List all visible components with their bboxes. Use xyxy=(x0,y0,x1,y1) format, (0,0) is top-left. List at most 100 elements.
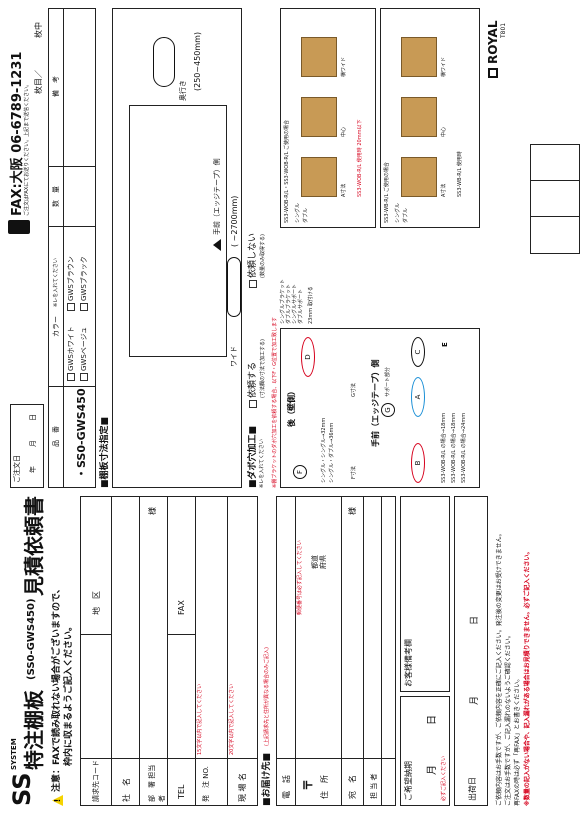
fax-page-label: 枚目／ xyxy=(34,70,43,94)
color-option-white[interactable]: GWSホワイト xyxy=(67,326,75,381)
desired-date-note: 必ずご記入ください xyxy=(441,755,447,801)
header-color-note: ※レを入れてください xyxy=(53,258,59,307)
label-sama: 様 xyxy=(148,507,157,515)
notice: ! 注意：FAXで読み取れない場合がございますので、 枠内に収まるようご記入くだ… xyxy=(52,496,76,806)
label-dept: 部 署 担当者 xyxy=(148,764,166,802)
shipping-box: 出荷日 月 日 xyxy=(454,496,488,806)
dim-single: シングル・シングル→32mm xyxy=(321,417,327,483)
notice-line2: 枠内に収まるようご記入ください。 xyxy=(64,621,74,766)
wob-note-1: SS3-WOB-R/L の場合→18mm xyxy=(441,412,447,483)
royal-code: T801 xyxy=(500,22,507,38)
dabo-header: ■ダボ穴加工■ ※レを入れてください 依頼する (寸法欄の寸法で加工する) 依頼… xyxy=(248,8,268,488)
color-option-beige[interactable]: GWSベージュ xyxy=(80,327,88,381)
order-date-label: ご注文日 xyxy=(13,455,21,483)
shelf-piece-3 xyxy=(301,37,337,77)
diagram-top: SS3-WOB-R/L・SS3-WOB-R/L ご使用の場合 シングル ダブル … xyxy=(280,8,376,228)
header-note: 備 考 xyxy=(52,76,60,97)
color-option-black[interactable]: GWSブラック xyxy=(80,256,88,311)
billing-code-input[interactable] xyxy=(83,637,109,757)
diagram-bottom: SS3-WB-R/L ご使用の場合 シングル ダブル A寸法 中心 横ワイド S… xyxy=(380,8,480,228)
remarks-label: お客様備考欄 xyxy=(404,639,413,687)
b-marker[interactable]: B xyxy=(411,443,425,483)
fax-header: FAX:大阪 06-6789-1231 ご注文はFAXにてお送りください。上記ま… xyxy=(6,4,46,234)
diagram-bottom-double: ダブル xyxy=(403,207,409,223)
g-marker: G xyxy=(381,403,395,417)
dabo-warning: ※棚ブラケットのダボ穴加工を依頼する場合、以下F・G位置で加工致します xyxy=(272,317,278,488)
product-table: 品 番 カラー ※レを入れてください 数 量 備 考 ・SS0-GWS450 G… xyxy=(48,8,96,488)
a-marker[interactable]: A xyxy=(411,377,425,417)
delivery-staff-input[interactable] xyxy=(365,499,379,757)
g-dim-label: G寸法 xyxy=(351,383,357,397)
company-input[interactable] xyxy=(113,499,137,757)
royal-logo-mark xyxy=(488,68,498,78)
color-option-brown[interactable]: GWSブラウン xyxy=(67,256,75,311)
header-color: カラー xyxy=(52,316,60,337)
brand-ss: SS xyxy=(8,772,36,807)
desired-month: 月 xyxy=(427,765,438,775)
diagram-top-single: シングル xyxy=(295,202,301,223)
label-site: 現 場 名 xyxy=(238,772,247,802)
fax-total-label: 枚中 xyxy=(34,22,43,38)
order-no-input[interactable] xyxy=(203,499,225,757)
width-input[interactable] xyxy=(227,257,241,317)
dept-input[interactable] xyxy=(141,519,165,757)
label-recipient: 宛 名 xyxy=(348,775,357,799)
c-marker[interactable]: C xyxy=(411,337,425,367)
remarks-box[interactable]: お客様備考欄 xyxy=(400,496,450,692)
order-month: 月 xyxy=(29,440,37,447)
diagram-bottom-title: SS3-WB-R/L ご使用の場合 xyxy=(384,162,390,223)
label-address: 住 所 xyxy=(320,775,329,799)
stamp-boxes xyxy=(530,144,580,254)
fax-input[interactable] xyxy=(169,499,193,595)
delivery-recipient-input[interactable] xyxy=(343,519,361,757)
delivery-note: (上記請求先と住所が異なる場合のみご記入) xyxy=(264,647,270,746)
delivery-header: ■お届け先■ (上記請求先と住所が異なる場合のみご記入) xyxy=(262,496,274,806)
title-block: SS SYSTEM 特注棚板 (SS0-GWS450) 見積依頼書 xyxy=(8,496,48,806)
footer-note-4: ※数量の記入がない場合や、記入漏れがある場合はお見積りできません。必ずご記入くだ… xyxy=(523,548,531,806)
shipping-label: 出荷日 xyxy=(468,777,477,801)
order-day: 日 xyxy=(29,414,37,421)
diagram-top-note: SS3-WOB-R/L 使用時 20mm以下 xyxy=(357,119,363,197)
delivery-table: 電 話 郵便番号は必ず記入してください 〒 都道 府県 住 所 宛 名 様 担 … xyxy=(276,496,396,806)
desired-date-label: ご希望納期 xyxy=(404,761,413,801)
back-label: 後（壁側） xyxy=(287,387,296,427)
bracket-options: シングルブラケット ダブルブラケット シングルサポート ダブルサポート 23mm… xyxy=(280,234,340,324)
header-qty: 数 量 xyxy=(52,186,60,207)
shelf-piece-6 xyxy=(401,37,437,77)
order-date-box: ご注文日 年 月 日 xyxy=(10,404,44,488)
diagram-top-center: 中心 xyxy=(341,126,347,137)
shelf-piece-2 xyxy=(301,97,337,137)
shipping-month: 月 xyxy=(470,695,480,705)
dimension-area: 奥行き (250~450mm) ワイド ( ~2700mm) 手前（エッジテープ… xyxy=(112,8,242,488)
delivery-phone-input[interactable] xyxy=(279,499,293,757)
front-arrow-icon xyxy=(213,239,221,251)
depth-input[interactable] xyxy=(153,37,175,87)
diagram-top-a: A寸法 xyxy=(341,183,347,197)
width-range: ( ~2700mm) xyxy=(230,195,239,247)
label-tel: TEL xyxy=(177,784,186,799)
bracket-option-4: ダブルサポート xyxy=(298,288,304,324)
dabo-no-option[interactable]: 依頼しない xyxy=(248,233,259,288)
customer-table: 請求先コード 地 区 社 名 部 署 担当者 様 TEL FAX 発 注 NO.… xyxy=(80,496,258,806)
footer-note-3: 再FAXの時は必ず「再FAX」とお書きください。 xyxy=(514,675,522,806)
dabo-title: ■ダボ穴加工■ xyxy=(248,425,258,488)
notice-line1: 注意：FAXで読み取れない場合がございますので、 xyxy=(52,584,62,792)
diagram-top-title: SS3-WOB-R/L・SS3-WOB-R/L ご使用の場合 xyxy=(284,120,290,223)
order-year: 年 xyxy=(29,466,37,473)
dabo-no-note: (数量のみ取得する) xyxy=(260,234,266,278)
dabo-yes-option[interactable]: 依頼する xyxy=(248,362,259,408)
tel-input[interactable] xyxy=(169,637,193,757)
shelf-piece-4 xyxy=(401,157,437,197)
label-company: 社 名 xyxy=(122,778,131,802)
d-marker[interactable]: D xyxy=(301,337,315,377)
f-dim-label: F寸法 xyxy=(351,466,357,479)
wob-note-2: SS3-WOB-R/L の場合→18mm xyxy=(451,412,457,483)
qty-input[interactable] xyxy=(65,169,93,225)
color-options: GWSホワイト GWSベージュ GWSブラウン GWSブラック xyxy=(67,231,93,381)
header-product-code: 品 番 xyxy=(52,426,60,447)
site-input[interactable] xyxy=(235,499,255,757)
shelf-piece-5 xyxy=(401,97,437,137)
delivery-address-input[interactable] xyxy=(297,499,339,757)
mm-note: 23mm 取付ける xyxy=(308,286,314,324)
note-input[interactable] xyxy=(65,11,93,165)
